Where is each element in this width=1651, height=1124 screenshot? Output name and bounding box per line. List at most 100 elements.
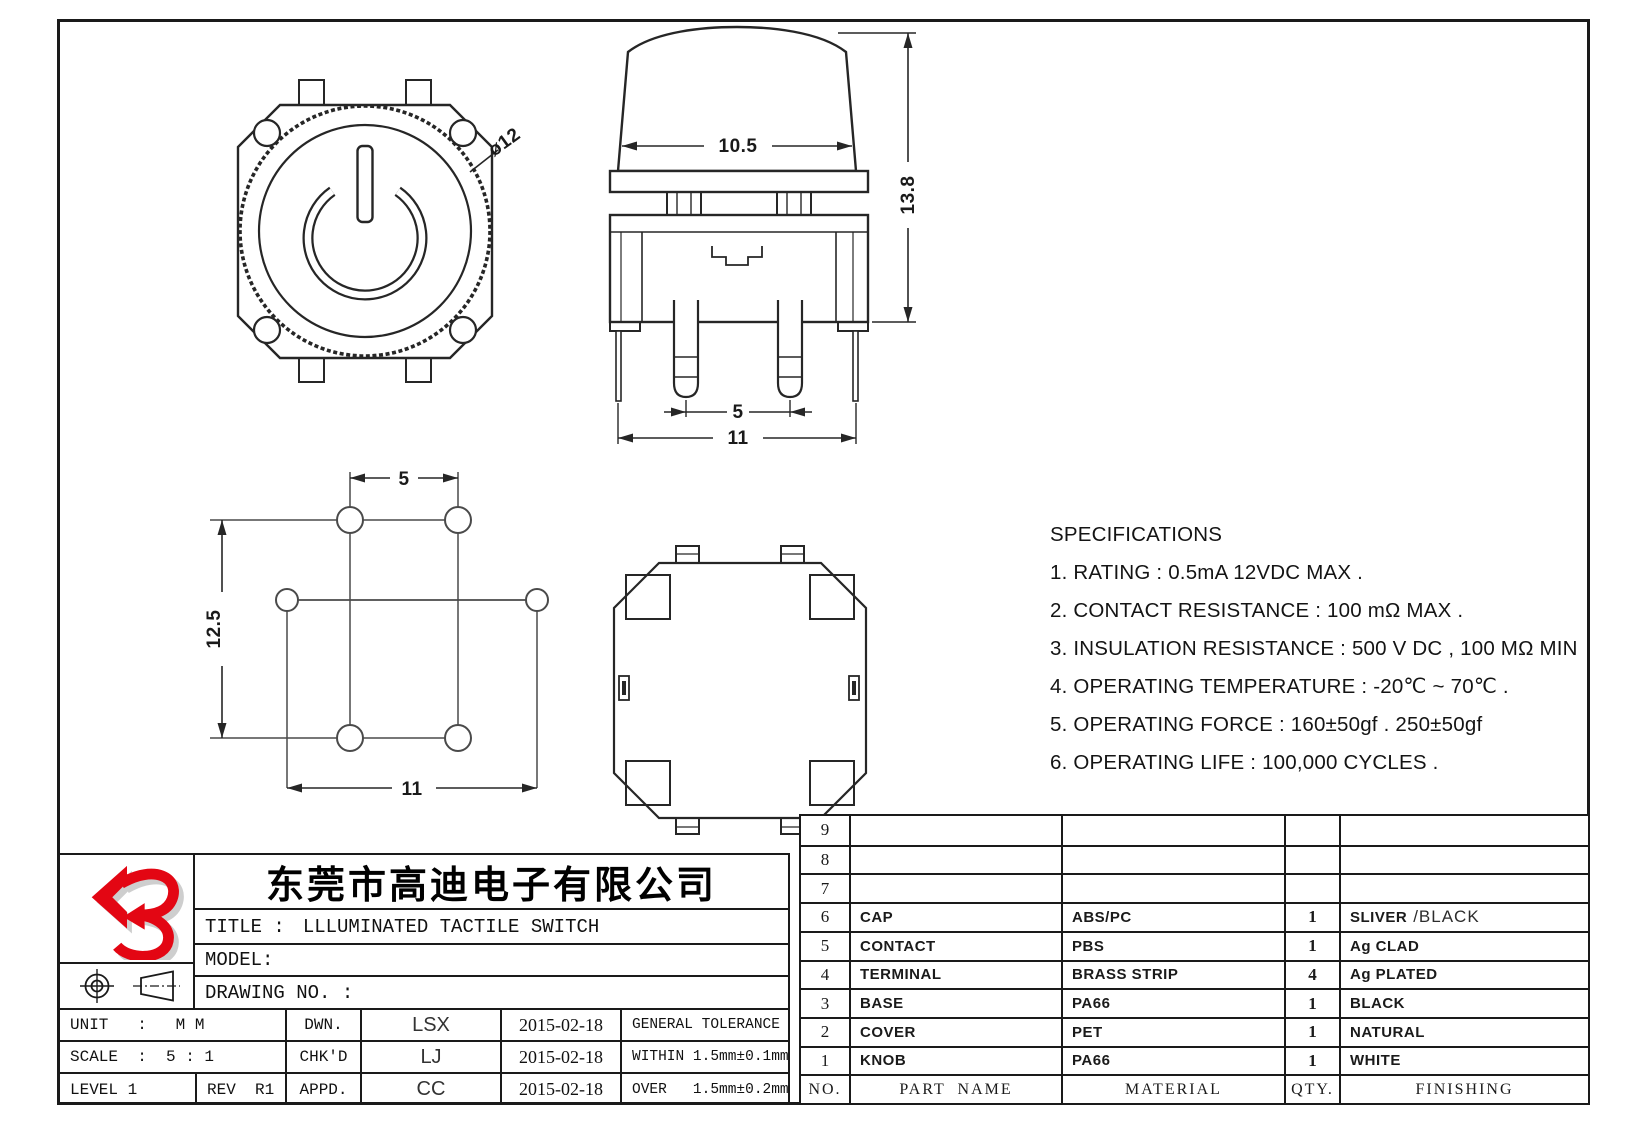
parts-row-material: PBS — [1061, 930, 1284, 960]
title-row: TITLE : LLLUMINATED TACTILE SWITCH — [193, 908, 790, 943]
drawn-label-cell: DWN. — [285, 1008, 360, 1040]
parts-row-qty: 1 — [1284, 930, 1339, 960]
checked-label-cell: CHK'D — [285, 1040, 360, 1072]
parts-row-no: 3 — [801, 988, 849, 1017]
approved-label-cell: APPD. — [285, 1072, 360, 1105]
parts-row-finishing: BLACK — [1339, 988, 1588, 1017]
front-view: ø12 — [236, 79, 525, 383]
side-cap-outline — [616, 25, 858, 173]
first-angle-projection-icon — [80, 969, 180, 1003]
parts-row-qty — [1284, 873, 1339, 903]
bottom-body-outline — [612, 561, 868, 820]
parts-row-material: BRASS STRIP — [1061, 959, 1284, 989]
parts-row-material — [1061, 873, 1284, 903]
parts-row-part: BASE — [849, 988, 1061, 1017]
parts-row-no: 2 — [801, 1016, 849, 1046]
parts-row-no: 6 — [801, 902, 849, 931]
parts-row-qty: 4 — [1284, 959, 1339, 989]
company-name: 东莞市高迪电子有限公司 — [193, 853, 790, 908]
parts-header-qty: QTY. — [1284, 1074, 1339, 1103]
corner-pad — [809, 760, 855, 806]
corner-pad — [625, 760, 671, 806]
rev-cell: REV R1 — [195, 1072, 285, 1105]
parts-row-finishing: NATURAL — [1339, 1016, 1588, 1046]
dim-outer-pin-pitch: 11 — [727, 428, 748, 449]
spec-item: 6. OPERATING LIFE : 100,000 CYCLES . — [1050, 751, 1439, 774]
parts-row-material: ABS/PC — [1061, 902, 1284, 931]
parts-row-finishing — [1339, 816, 1588, 845]
checked-by-cell: LJ — [360, 1040, 500, 1072]
parts-row-no: 4 — [801, 959, 849, 989]
logo-cell — [58, 853, 193, 962]
parts-row-part — [849, 844, 1061, 874]
checked-date-cell: 2015-02-18 — [500, 1040, 620, 1072]
cap-outer-ring — [238, 104, 492, 358]
projection-symbol-cell — [58, 962, 193, 1008]
pcb-hole — [275, 588, 299, 612]
company-logo — [91, 865, 184, 960]
approved-date-cell: 2015-02-18 — [500, 1072, 620, 1105]
parts-row-no: 9 — [820, 820, 830, 840]
parts-row-finishing: Ag CLAD — [1339, 930, 1588, 960]
parts-row-qty — [1284, 816, 1339, 845]
parts-row-qty: 1 — [1284, 1045, 1339, 1075]
parts-row-finishing: WHITE — [1339, 1045, 1588, 1075]
parts-header-no: NO. — [801, 1074, 849, 1103]
pcb-layout-view: 5 12.5 11 — [204, 469, 549, 800]
tolerance-over-cell: OVER 1.5mm±0.2mm — [620, 1072, 790, 1105]
parts-table: 9 8 7 6 CAP ABS/PC 1 SLIVER /BLACK 5 CON… — [799, 814, 1590, 1105]
parts-row-material — [1061, 844, 1284, 874]
pcb-hole — [525, 588, 549, 612]
side-view: 10.5 — [608, 25, 919, 449]
specifications-block: SPECIFICATIONS 1. RATING : 0.5mA 12VDC M… — [1050, 516, 1595, 782]
side-base-outline — [608, 213, 870, 324]
finishing-secondary: /BLACK — [1413, 907, 1480, 927]
finishing-primary: SLIVER — [1350, 908, 1408, 926]
parts-row-part: CONTACT — [849, 930, 1061, 960]
parts-row-part: COVER — [849, 1016, 1061, 1046]
parts-row-qty: 1 — [1284, 902, 1339, 931]
scale-cell: SCALE : 5 : 1 — [58, 1040, 285, 1072]
corner-pad — [809, 574, 855, 620]
company-name-text: 东莞市高迪电子有限公司 — [265, 865, 717, 907]
parts-row-finishing: Ag PLATED — [1339, 959, 1588, 989]
parts-row-no: 7 — [801, 873, 849, 902]
pcb-hole — [336, 506, 364, 534]
parts-row-part — [849, 873, 1061, 903]
spec-item: 5. OPERATING FORCE : 160±50gf . 250±50gf — [1050, 713, 1483, 736]
parts-row-material: PA66 — [1061, 988, 1284, 1017]
dim-pcb-row-pitch: 12.5 — [204, 610, 225, 649]
model-label: MODEL: — [205, 949, 274, 971]
spec-item: 1. RATING : 0.5mA 12VDC MAX . — [1050, 561, 1364, 584]
pcb-hole — [444, 506, 472, 534]
title-value: LLLUMINATED TACTILE SWITCH — [302, 915, 600, 938]
unit-cell: UNIT : M M — [58, 1008, 285, 1040]
approved-by-cell: CC — [360, 1072, 500, 1105]
parts-row-part: CAP — [849, 902, 1061, 931]
corner-pad — [625, 574, 671, 620]
parts-row-qty: 1 — [1284, 1016, 1339, 1046]
parts-row-no: 5 — [801, 930, 849, 960]
parts-header-material: MATERIAL — [1061, 1074, 1284, 1103]
parts-row-material: PET — [1061, 1016, 1284, 1046]
parts-header-part: PART NAME — [849, 1074, 1061, 1103]
bottom-view — [612, 545, 868, 835]
parts-row-no: 8 — [801, 844, 849, 874]
dim-pin-pitch: 5 — [732, 402, 743, 423]
parts-row-finishing: SLIVER /BLACK — [1339, 902, 1588, 931]
dim-pcb-hole-pitch: 5 — [398, 469, 409, 490]
side-pin — [776, 300, 804, 399]
pcb-hole — [444, 724, 472, 752]
parts-row-finishing — [1339, 844, 1588, 874]
tolerance-title-cell: GENERAL TOLERANCE — [620, 1008, 790, 1040]
parts-row-part: KNOB — [849, 1045, 1061, 1075]
parts-row-part: TERMINAL — [849, 959, 1061, 989]
drawn-date-cell: 2015-02-18 — [500, 1008, 620, 1040]
parts-row-part — [849, 816, 1061, 845]
cap-inner-ring — [257, 123, 473, 339]
parts-row-no: 1 — [801, 1045, 849, 1075]
specifications-title: SPECIFICATIONS — [1050, 523, 1223, 546]
model-row: MODEL: — [193, 943, 790, 975]
